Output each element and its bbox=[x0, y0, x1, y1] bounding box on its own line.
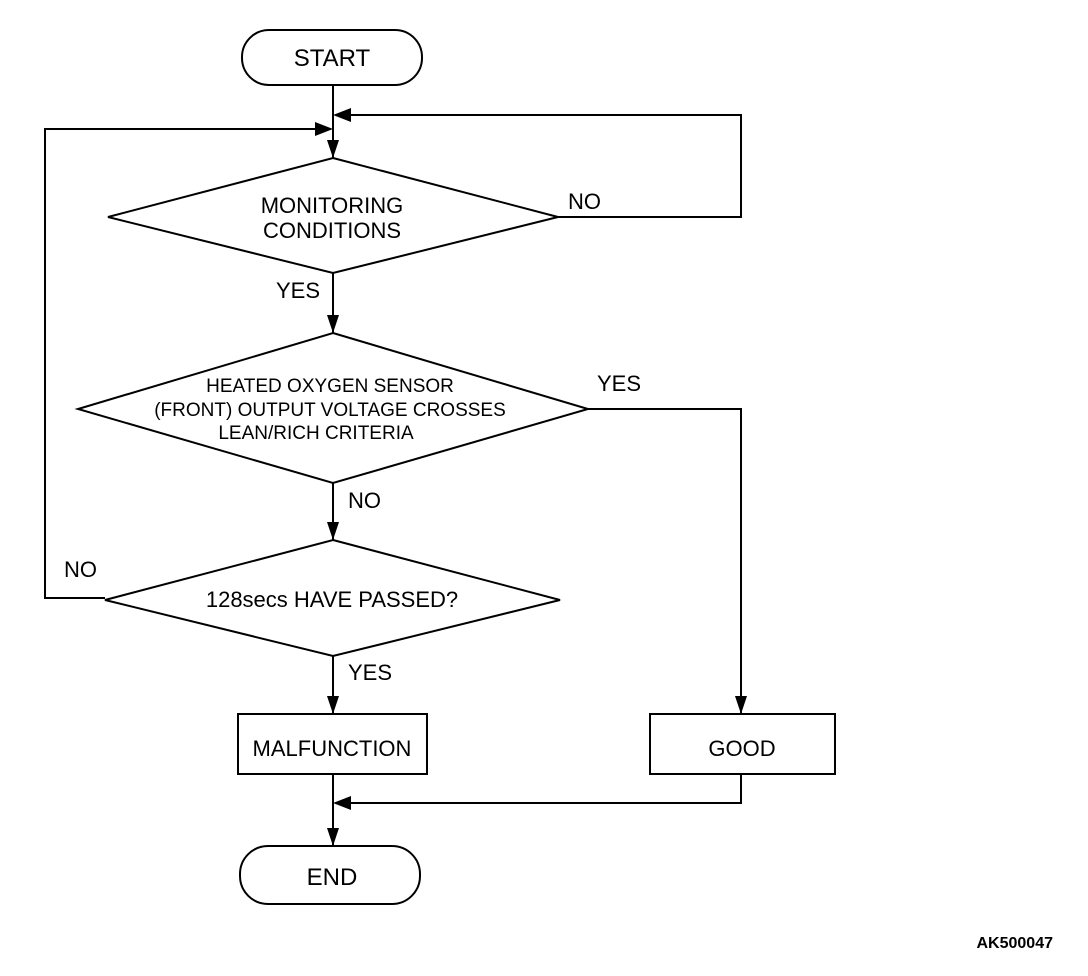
malfunction-box-shape bbox=[237, 713, 428, 775]
start-terminal-shape bbox=[241, 29, 423, 86]
time-decision-shape bbox=[104, 538, 561, 658]
arrowhead-into-monitoring bbox=[327, 140, 339, 158]
time-yes-label: YES bbox=[348, 660, 392, 685]
figure-id: AK500047 bbox=[977, 935, 1054, 952]
sensor-decision-shape bbox=[74, 331, 592, 485]
good-box-shape bbox=[649, 713, 836, 775]
end-label: END bbox=[307, 864, 358, 891]
arrowhead-into-good bbox=[735, 696, 747, 714]
arrowhead-into-end bbox=[327, 828, 339, 846]
arrowheads bbox=[315, 108, 747, 846]
start-label: START bbox=[294, 45, 371, 72]
sensor-no-label: NO bbox=[348, 488, 381, 513]
sensor-label-line-1: HEATED OXYGEN SENSOR bbox=[206, 376, 454, 397]
monitoring-yes-label: YES bbox=[276, 278, 320, 303]
sensor-yes-line bbox=[588, 408, 742, 714]
monitoring-conditions-decision: MONITORING CONDITIONS bbox=[107, 156, 559, 275]
monitoring-no-label: NO bbox=[568, 189, 601, 214]
malfunction-label: MALFUNCTION bbox=[253, 736, 412, 761]
time-passed-decision: 128secs HAVE PASSED? bbox=[104, 538, 561, 658]
good-box: GOOD bbox=[649, 713, 836, 775]
end-terminal-shape bbox=[239, 845, 421, 905]
arrowhead-into-malfunction bbox=[327, 696, 339, 714]
arrowhead-into-time bbox=[327, 522, 339, 540]
arrowhead-good-merge bbox=[333, 796, 351, 810]
sensor-label-line-2: (FRONT) OUTPUT VOLTAGE CROSSES bbox=[154, 400, 506, 421]
monitoring-no-loop-line bbox=[345, 114, 742, 218]
malfunction-box: MALFUNCTION bbox=[237, 713, 428, 775]
good-label: GOOD bbox=[708, 736, 775, 761]
good-to-end-line bbox=[345, 774, 742, 804]
time-no-loop-line bbox=[44, 128, 321, 599]
sensor-label-line-3: LEAN/RICH CRITERIA bbox=[218, 423, 414, 444]
start-terminal: START bbox=[241, 29, 423, 86]
monitoring-decision-shape bbox=[107, 156, 559, 275]
arrowhead-time-no-loop bbox=[315, 122, 333, 136]
time-no-label: NO bbox=[64, 557, 97, 582]
connectors bbox=[44, 85, 742, 846]
time-label: 128secs HAVE PASSED? bbox=[206, 587, 458, 612]
end-terminal: END bbox=[239, 845, 421, 905]
sensor-criteria-decision: HEATED OXYGEN SENSOR (FRONT) OUTPUT VOLT… bbox=[74, 331, 592, 485]
arrowhead-monitoring-no-loop bbox=[333, 108, 351, 122]
sensor-yes-label: YES bbox=[597, 371, 641, 396]
arrowhead-into-sensor bbox=[327, 315, 339, 333]
monitoring-label-line-2: CONDITIONS bbox=[263, 218, 401, 243]
monitoring-label-line-1: MONITORING bbox=[261, 193, 404, 218]
